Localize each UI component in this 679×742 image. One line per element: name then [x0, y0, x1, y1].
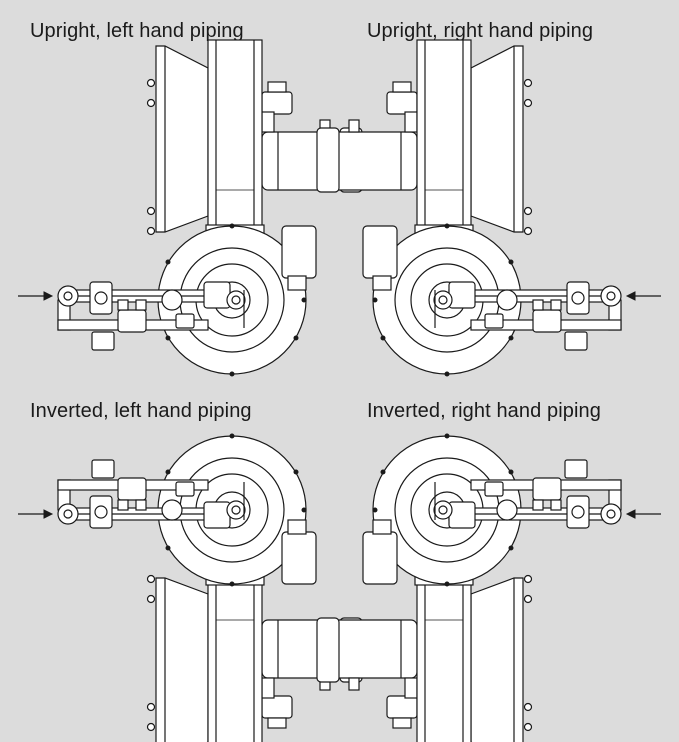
- caption-inverted-right: Inverted, right hand piping: [367, 400, 601, 422]
- caption-inverted-left: Inverted, left hand piping: [30, 400, 252, 422]
- burner-inverted-right: [316, 433, 661, 742]
- burner-assembly: [18, 39, 363, 377]
- burner-assembly: [316, 39, 661, 377]
- junction-box: [261, 91, 293, 115]
- burner-upright-right: [316, 39, 661, 377]
- burner-upright-left: [18, 39, 363, 377]
- fuel-train: [57, 281, 246, 351]
- burner-assembly: [18, 433, 363, 742]
- caption-upright-right: Upright, right hand piping: [367, 20, 594, 42]
- control-box: [281, 225, 317, 279]
- blower-housing: [207, 39, 263, 241]
- caption-upright-left: Upright, left hand piping: [30, 20, 244, 42]
- burner-inverted-left: [18, 433, 363, 742]
- burner-assembly: [316, 433, 661, 742]
